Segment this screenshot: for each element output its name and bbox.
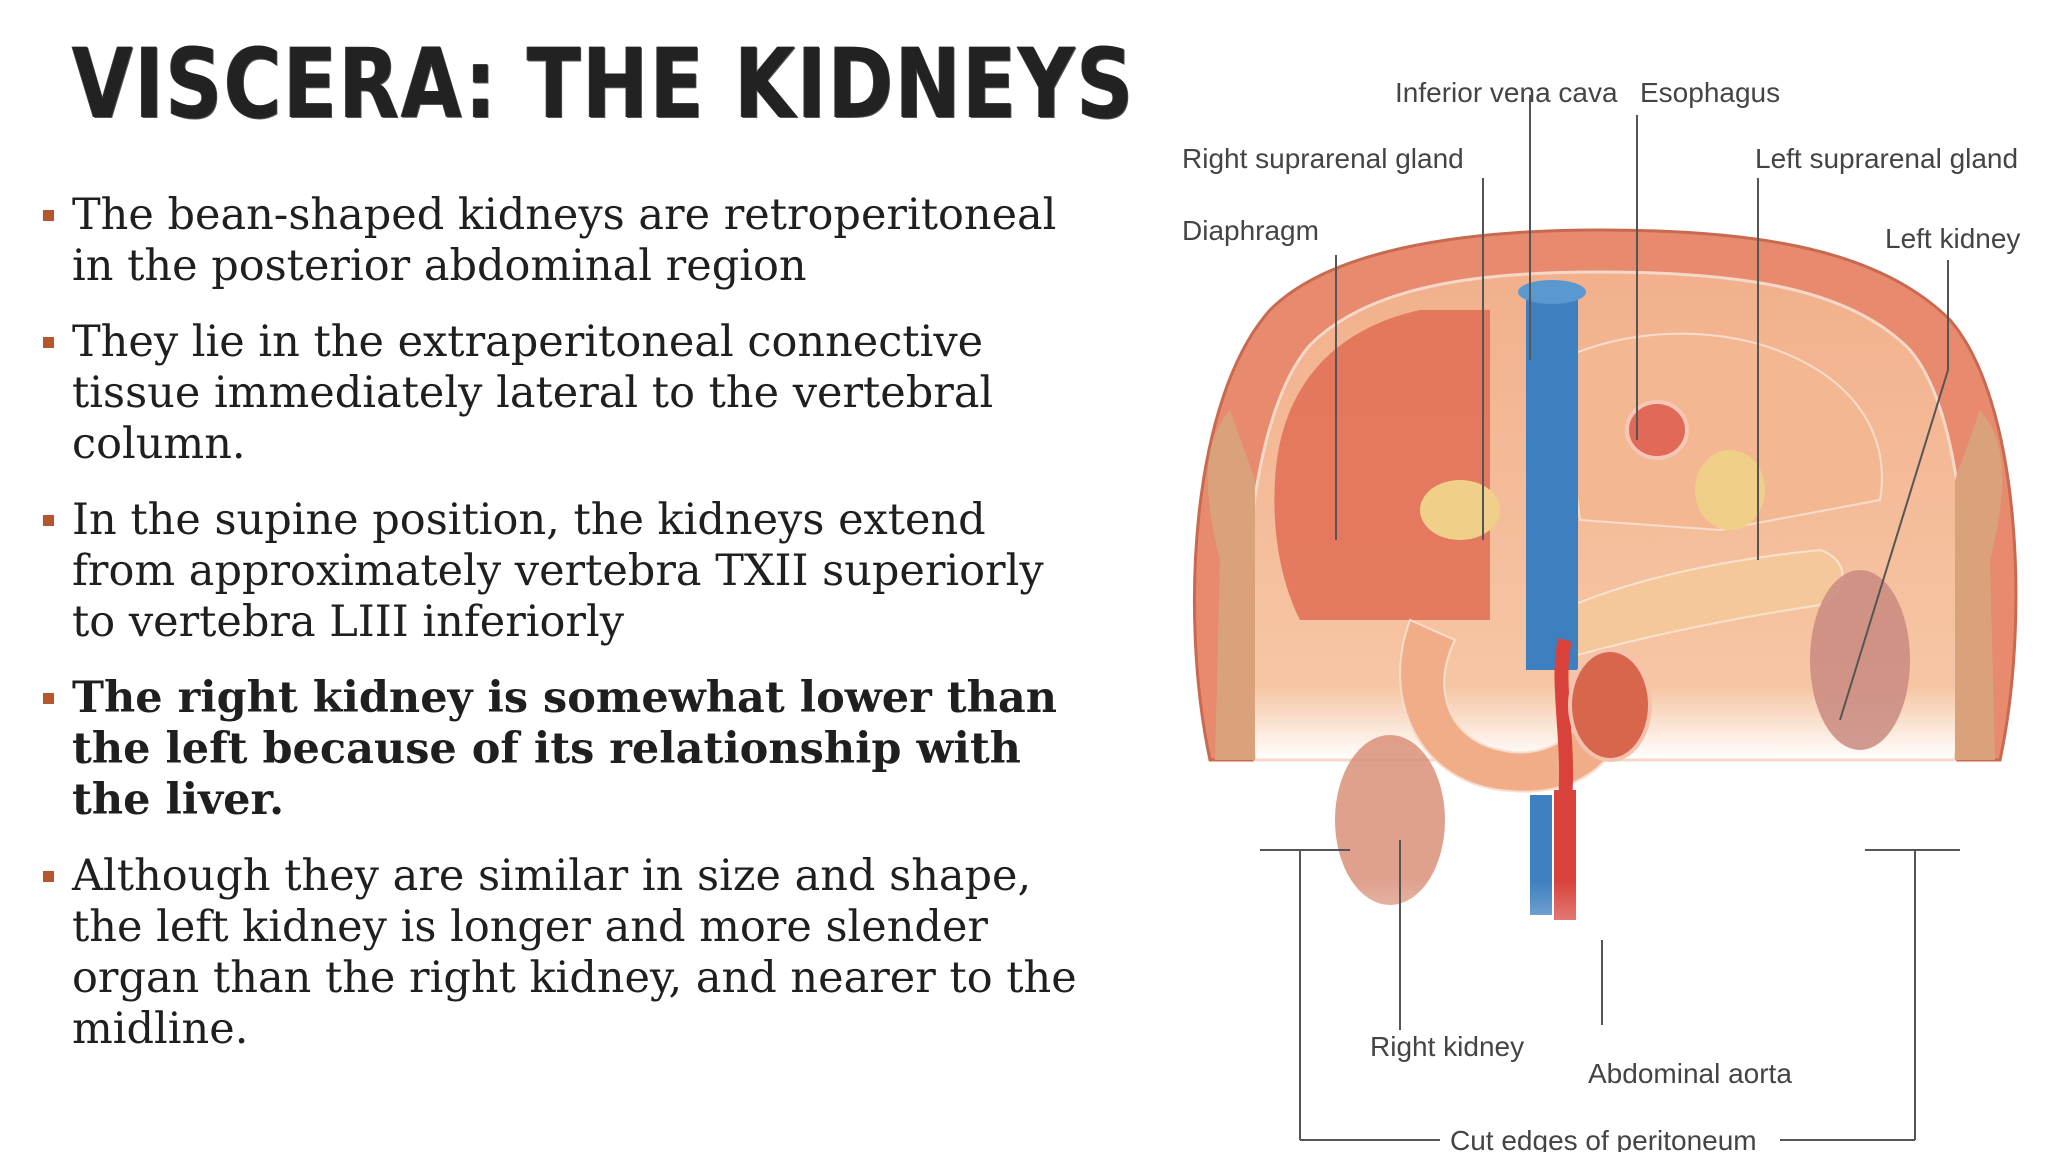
anatomy-illustration: Inferior vena cava Esophagus Right supra…: [1160, 77, 2040, 1156]
label-abdominal-aorta: Abdominal aorta: [1588, 1058, 1792, 1089]
bullet-text: The right kidney is somewhat lower than …: [72, 673, 1058, 825]
stomach-area: [1558, 332, 1883, 532]
bullet-marker: [43, 337, 54, 348]
pancreas: [1538, 548, 1844, 662]
label-right-kidney: Right kidney: [1370, 1031, 1524, 1062]
bullet-item-1: The bean-shaped kidneys are retroperiton…: [40, 190, 1100, 292]
label-left-kidney: Left kidney: [1885, 223, 2020, 254]
bullet-text: The bean-shaped kidneys are retroperiton…: [72, 190, 1057, 291]
bullet-item-5: Although they are similar in size and sh…: [40, 851, 1100, 1055]
slide-title: VISCERA: THE KIDNEYS: [72, 28, 1135, 140]
label-cut-edges: Cut edges of peritoneum: [1450, 1125, 1757, 1152]
bullet-text: In the supine position, the kidneys exte…: [72, 495, 1044, 647]
bullet-item-2: They lie in the extraperitoneal connecti…: [40, 317, 1100, 470]
label-left-suprarenal-gland: Left suprarenal gland: [1755, 143, 2018, 174]
right-kidney-shape: [1335, 735, 1445, 905]
label-right-suprarenal-gland: Right suprarenal gland: [1182, 143, 1464, 174]
right-suprarenal-gland: [1420, 480, 1500, 540]
bullet-marker: [43, 693, 54, 704]
left-suprarenal-gland: [1695, 450, 1765, 530]
label-inferior-vena-cava: Inferior vena cava: [1395, 77, 1618, 108]
esophagus-opening: [1625, 400, 1689, 460]
kidney-anatomy-figure: Inferior vena cava Esophagus Right supra…: [1160, 60, 2040, 1156]
left-kidney-shape: [1810, 570, 1910, 750]
inferior-vena-cava: [1526, 290, 1578, 670]
bullet-item-3: In the supine position, the kidneys exte…: [40, 495, 1100, 648]
bullet-marker: [43, 515, 54, 526]
label-diaphragm: Diaphragm: [1182, 215, 1319, 246]
bullet-text: Although they are similar in size and sh…: [72, 851, 1077, 1054]
bullet-list: The bean-shaped kidneys are retroperiton…: [40, 190, 1100, 1080]
bullet-marker: [43, 871, 54, 882]
label-esophagus: Esophagus: [1640, 77, 1780, 108]
bullet-marker: [43, 210, 54, 221]
right-side-muscle: [1207, 410, 1255, 760]
bullet-text: They lie in the extraperitoneal connecti…: [72, 317, 994, 469]
liver-area: [1274, 310, 1490, 620]
left-side-muscle: [1955, 410, 2003, 760]
bullet-item-4: The right kidney is somewhat lower than …: [40, 673, 1100, 826]
